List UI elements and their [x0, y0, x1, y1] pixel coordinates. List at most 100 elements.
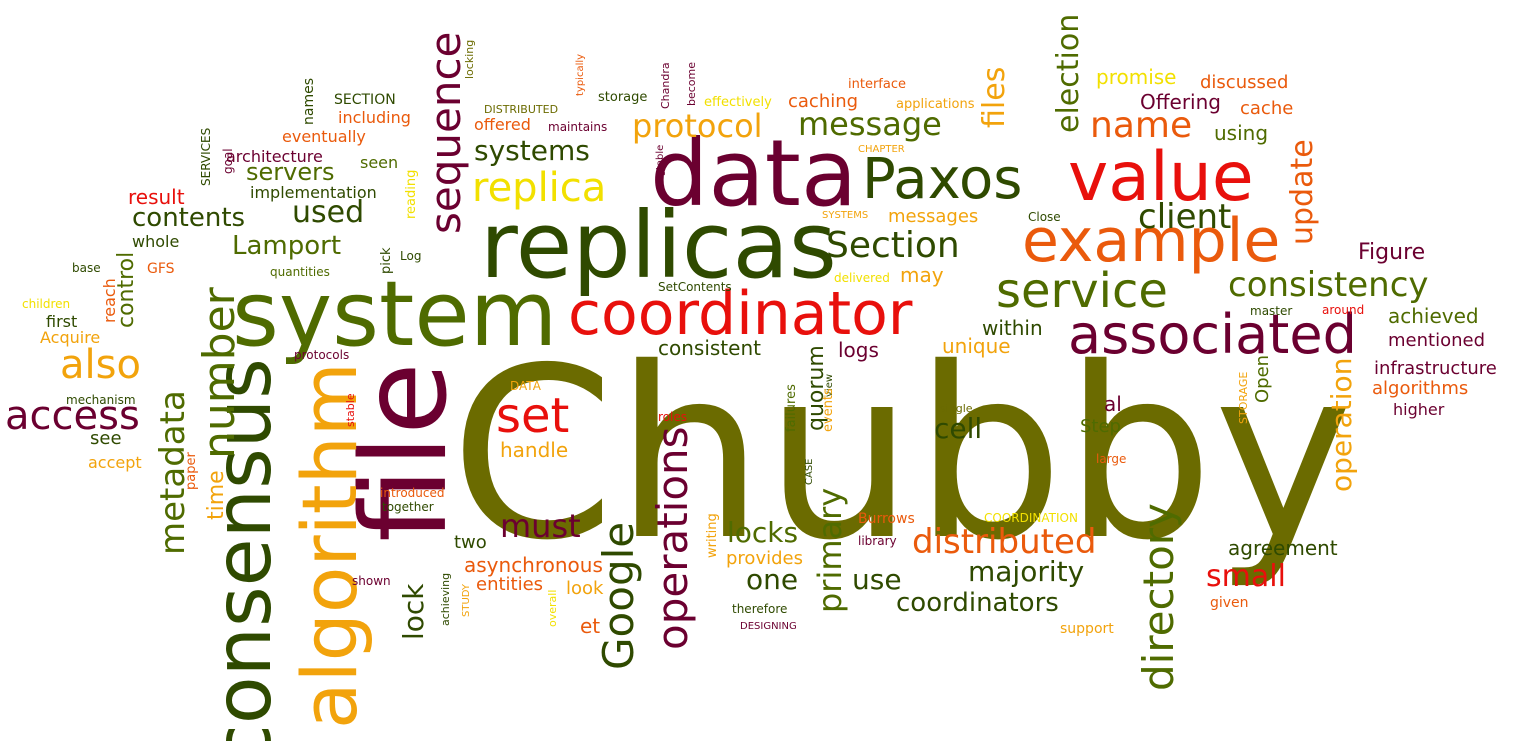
- word-servers: servers: [246, 158, 335, 186]
- word-mechanism: mechanism: [66, 393, 136, 407]
- word-given: given: [1210, 595, 1249, 611]
- word-together: together: [382, 500, 434, 514]
- word-lamport: Lamport: [232, 231, 342, 261]
- word-example: example: [1022, 206, 1281, 276]
- word-services: SERVICES: [199, 127, 213, 186]
- word-acquire: Acquire: [40, 328, 101, 347]
- word-logs: logs: [838, 338, 879, 362]
- word-applications: applications: [896, 97, 975, 112]
- word-section: Section: [826, 225, 960, 266]
- word-paper: paper: [184, 452, 199, 490]
- word-mentioned: mentioned: [1388, 330, 1485, 351]
- word-replica: replica: [472, 165, 607, 211]
- word-name: name: [1090, 105, 1193, 146]
- word-contents: contents: [132, 203, 246, 233]
- word-coordinator: coordinator: [568, 279, 913, 349]
- word-first: first: [46, 312, 78, 331]
- word-seen: seen: [360, 153, 399, 172]
- word-offering: Offering: [1140, 90, 1221, 114]
- word-accept: accept: [88, 453, 142, 472]
- word-also: also: [60, 342, 141, 388]
- word-support: support: [1060, 621, 1114, 637]
- word-including: including: [338, 108, 411, 127]
- word-caching: caching: [788, 91, 859, 112]
- word-election: election: [1051, 13, 1086, 133]
- word-use: use: [852, 563, 902, 596]
- word-whole: whole: [132, 232, 180, 251]
- word-agreement: agreement: [1228, 536, 1338, 560]
- word-storage: STORAGE: [1237, 371, 1250, 424]
- word-achieving: achieving: [439, 572, 452, 626]
- word-maintains: maintains: [548, 120, 608, 134]
- word-discussed: discussed: [1200, 72, 1289, 93]
- word-majority: majority: [968, 555, 1085, 588]
- word-library: library: [858, 534, 897, 548]
- word-access: access: [5, 393, 140, 439]
- word-systems: systems: [474, 134, 590, 167]
- word-interface: interface: [848, 77, 906, 92]
- word-chubby: Chubby: [450, 317, 1354, 592]
- word-quantities: quantities: [270, 265, 330, 279]
- word-look: look: [566, 578, 604, 599]
- word-setcontents: SetContents: [658, 280, 732, 294]
- word-offered: offered: [474, 115, 531, 134]
- word-architecture: architecture: [226, 147, 323, 166]
- word-must: must: [500, 507, 581, 545]
- word-google: Google: [594, 521, 643, 670]
- word-burrows: Burrows: [858, 511, 915, 527]
- word-distributed: distributed: [912, 522, 1097, 562]
- word-small: small: [1206, 559, 1286, 594]
- word-introduced: introduced: [380, 486, 445, 500]
- word-using: using: [1214, 121, 1269, 145]
- word-control: control: [114, 251, 139, 328]
- word-goal: goal: [221, 148, 235, 174]
- word-paxos: Paxos: [862, 147, 1023, 212]
- word-unique: unique: [942, 334, 1011, 358]
- word-time: time: [204, 470, 229, 520]
- word-set: set: [496, 388, 570, 444]
- word-infrastructure: infrastructure: [1374, 358, 1497, 379]
- word-large: large: [1096, 452, 1127, 466]
- word-study: STUDY: [461, 583, 472, 617]
- word-section: SECTION: [334, 92, 396, 108]
- word-entities: entities: [476, 574, 544, 595]
- word-number: number: [194, 287, 245, 459]
- word-single: single: [940, 402, 973, 415]
- word-implementation: implementation: [250, 183, 377, 202]
- word-locking: locking: [463, 39, 476, 79]
- word-see: see: [90, 428, 122, 449]
- word-log: Log: [400, 249, 422, 263]
- word-around: around: [1322, 303, 1365, 317]
- word-provides: provides: [726, 548, 803, 569]
- word-lock: lock: [397, 583, 430, 640]
- word-data: DATA: [510, 379, 541, 393]
- word-cell: cell: [934, 412, 983, 445]
- word-used: used: [292, 195, 365, 230]
- word-algorithms: algorithms: [1372, 378, 1469, 399]
- word-effectively: effectively: [704, 95, 772, 110]
- word-delivered: delivered: [834, 271, 890, 285]
- word-writing: writing: [705, 513, 720, 558]
- word-sequence: sequence: [421, 31, 470, 234]
- word-protocols: protocols: [294, 348, 350, 362]
- word-chapter: CHAPTER: [858, 144, 905, 155]
- word-one: one: [746, 563, 799, 596]
- word-failures: failures: [784, 384, 799, 432]
- word-update: update: [1285, 139, 1320, 245]
- word-result: result: [128, 185, 185, 209]
- word-system: system: [232, 262, 558, 367]
- word-higher: higher: [1393, 400, 1445, 419]
- word-eventually: eventually: [282, 127, 366, 146]
- word-two: two: [454, 532, 487, 553]
- word-names: names: [301, 78, 317, 125]
- word-designing: DESIGNING: [740, 621, 797, 632]
- word-protocol: protocol: [632, 107, 763, 145]
- word-chandra: Chandra: [659, 62, 672, 109]
- word-value: value: [1068, 138, 1254, 217]
- word-overall: overall: [546, 589, 559, 627]
- word-stable: stable: [344, 393, 357, 427]
- word-associated: associated: [1068, 303, 1357, 366]
- word-bigtable: Bigtable: [655, 144, 666, 186]
- word-message: message: [798, 105, 942, 143]
